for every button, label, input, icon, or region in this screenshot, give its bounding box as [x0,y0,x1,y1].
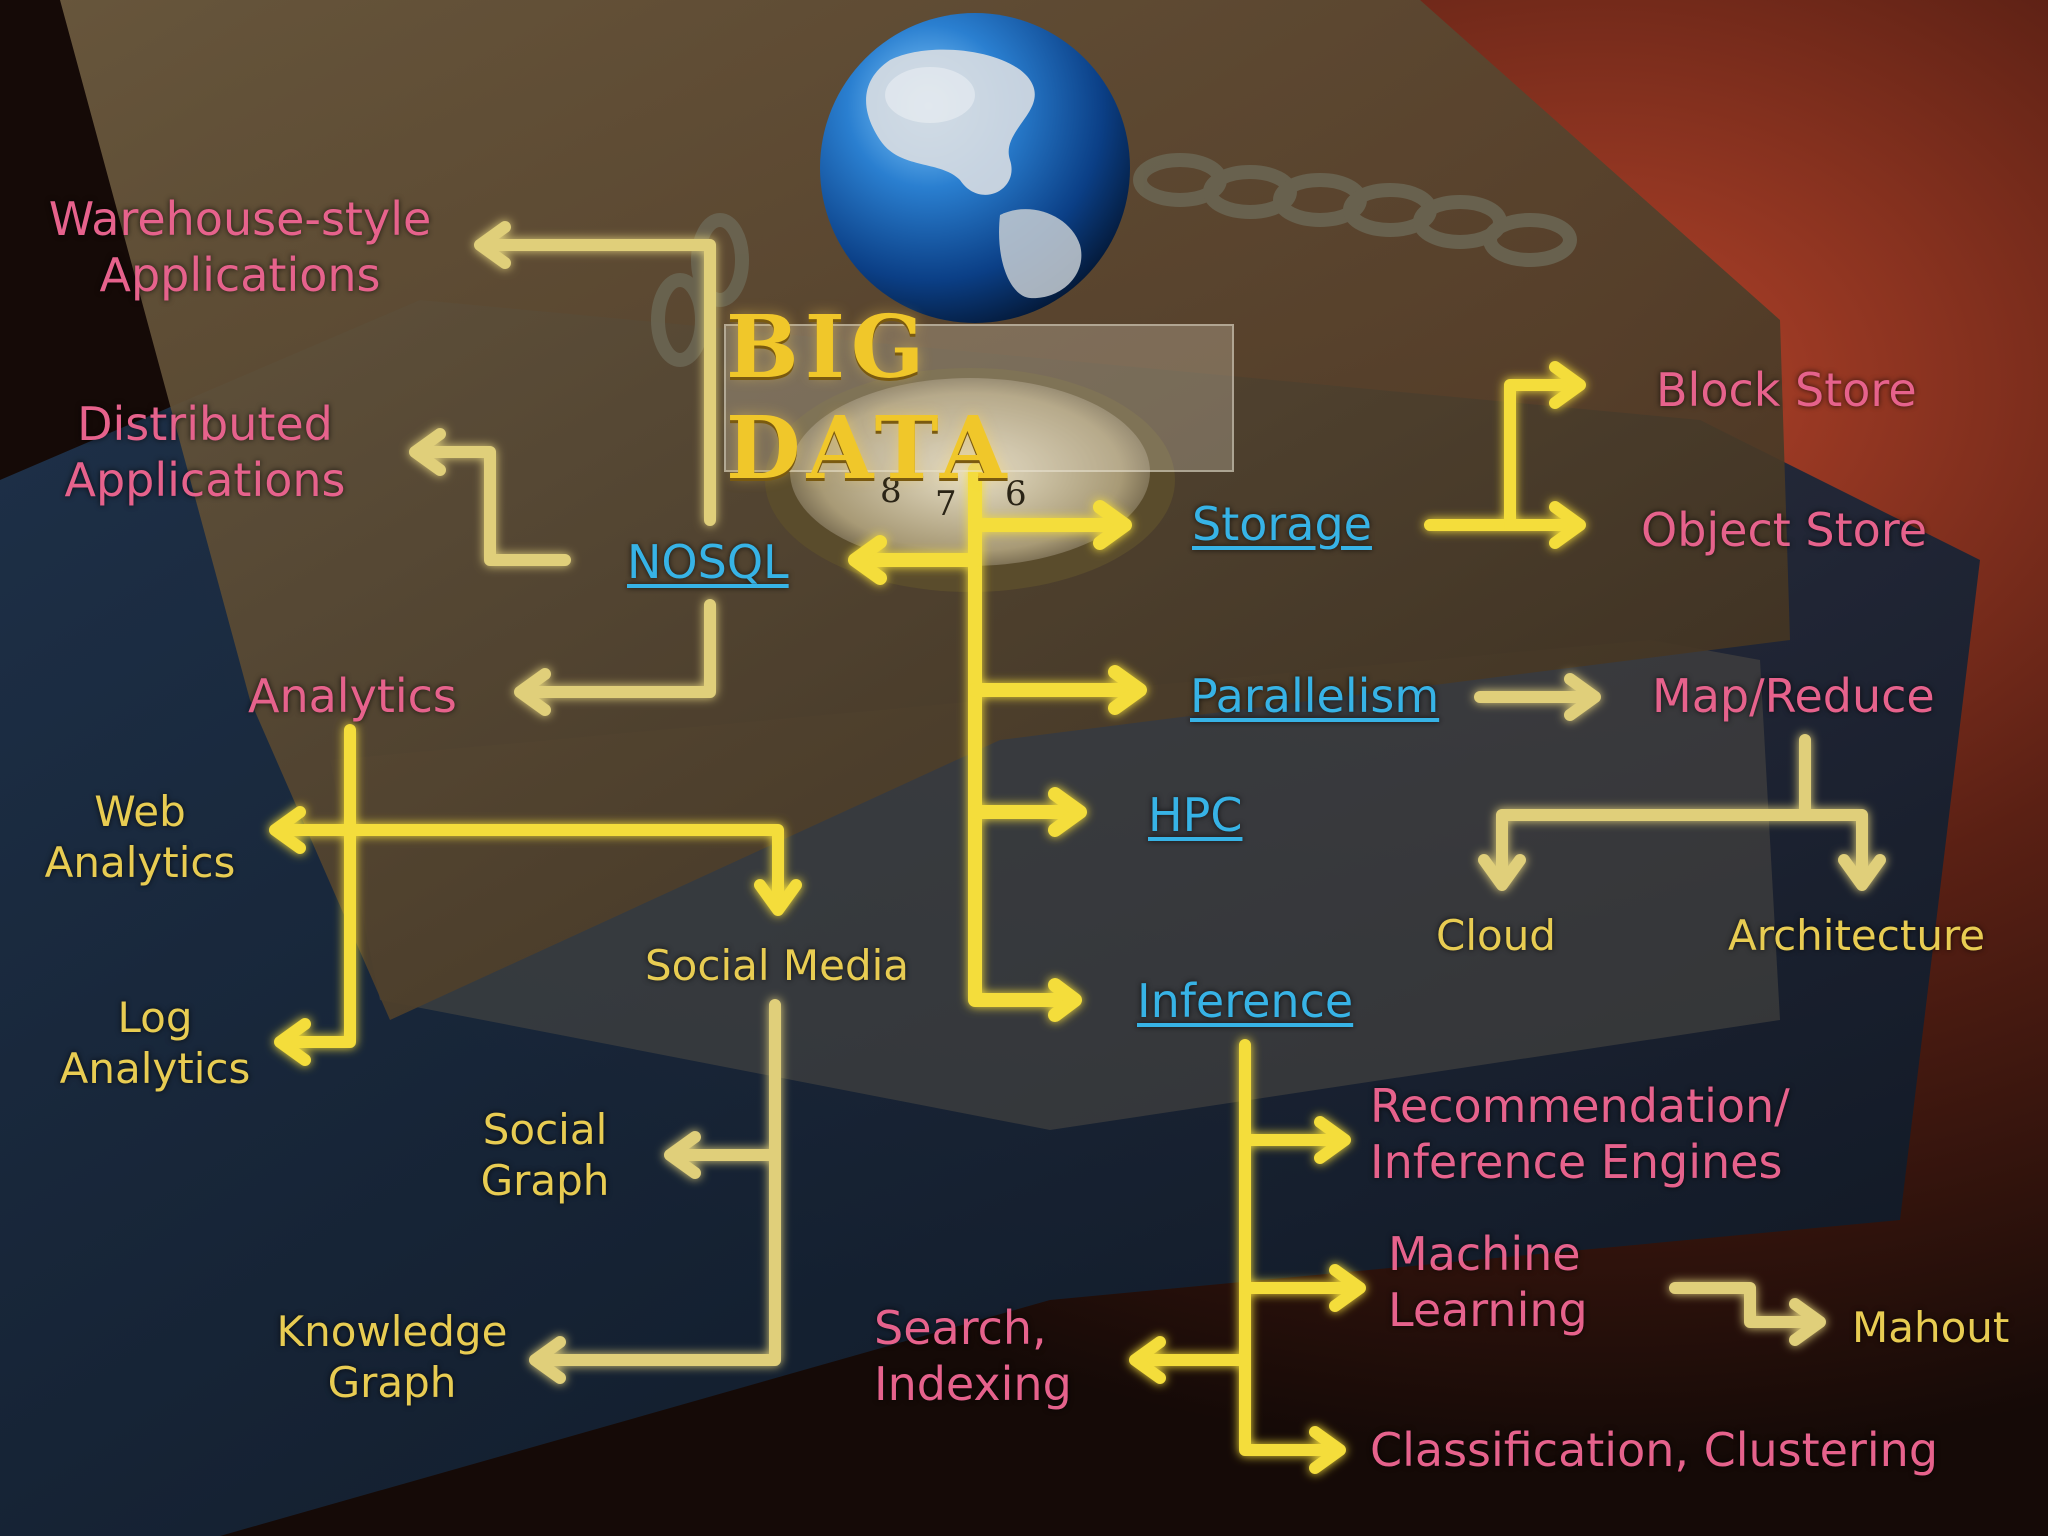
label-warehouse-apps: Warehouse-style Applications [48,192,432,303]
svg-text:6: 6 [1005,474,1027,514]
page-title: BIG DATA [726,297,1013,499]
analytics-to-social-media [344,824,784,911]
nosql-to-warehouse [479,239,716,526]
label-social-media: Social Media [645,941,910,990]
label-log-analytics: Log Analytics [59,993,251,1094]
svg-text:7: 7 [935,484,957,524]
label-mahout: Mahout [1852,1303,2010,1352]
node-storage[interactable]: Storage [1192,497,1372,551]
label-cloud: Cloud [1436,911,1556,960]
label-map-reduce: Map/Reduce [1652,669,1935,723]
mapreduce-to-architecture [1799,809,1868,886]
label-analytics: Analytics [248,669,457,723]
label-architecture: Architecture [1728,911,1986,960]
label-block-store: Block Store [1656,363,1917,417]
svg-text:8: 8 [880,471,902,511]
node-hpc[interactable]: HPC [1148,788,1243,842]
analytics-to-log [279,724,356,1048]
label-knowledge-graph: Knowledge Graph [276,1307,508,1408]
label-social-graph: Social Graph [480,1105,610,1206]
inference-to-classification [1239,1039,1341,1456]
trunk-to-inference [968,463,1077,1007]
label-object-store: Object Store [1641,503,1928,557]
node-nosql[interactable]: NOSQL [627,535,789,589]
label-machine-learning: Machine Learning [1388,1227,1588,1338]
label-search-indexing: Search, Indexing [874,1301,1072,1412]
globe-icon [820,13,1130,323]
label-web-analytics: Web Analytics [44,787,236,888]
node-parallelism[interactable]: Parallelism [1190,669,1440,723]
label-classification-clustering: Classification, Clustering [1370,1423,1939,1477]
nosql-to-analytics [519,599,716,698]
node-inference[interactable]: Inference [1137,974,1354,1028]
mapreduce-to-cloud [1496,734,1811,886]
storage-to-block [1424,379,1581,531]
nosql-to-distributed [414,446,571,566]
social-to-knowledge [534,999,781,1366]
title-box: BIG DATA [724,297,1234,499]
ml-to-mahout [1669,1282,1821,1328]
label-distributed-apps: Distributed Applications [64,397,346,508]
label-recommendation-engines: Recommendation/ Inference Engines [1370,1079,1790,1190]
chain-icon [651,153,1577,367]
